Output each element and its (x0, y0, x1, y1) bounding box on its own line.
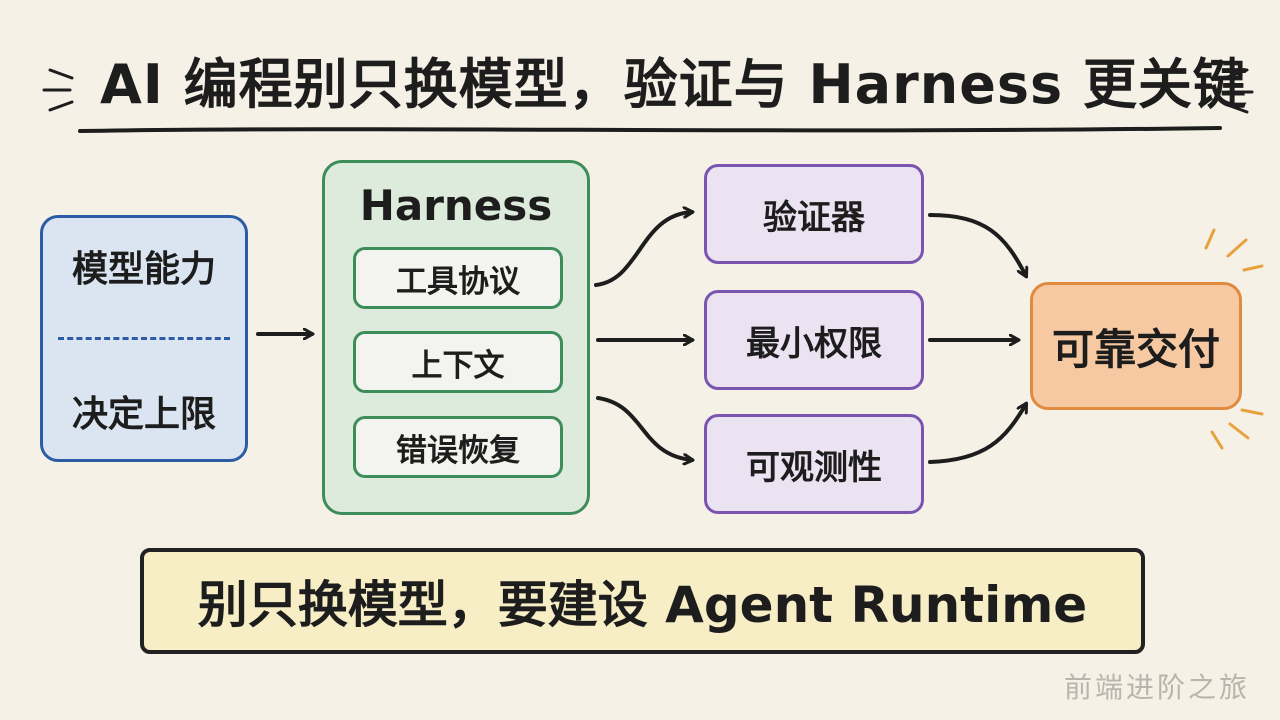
model-capability-box: 模型能力 决定上限 (40, 215, 248, 462)
harness-title: Harness (359, 181, 553, 230)
harness-item-tool-protocol: 工具协议 (353, 247, 563, 309)
arrow-observability-to-outcome (928, 404, 1026, 464)
title-left-accent (42, 68, 74, 112)
arrow-harness-to-verifier (594, 212, 692, 287)
reliable-delivery-box: 可靠交付 (1030, 282, 1242, 410)
arrow-harness-to-observability (596, 396, 692, 460)
title-underline (78, 126, 1222, 133)
check-box-verifier: 验证器 (704, 164, 924, 264)
title-right-accent (1223, 68, 1254, 114)
outcome-glow-rays (1204, 228, 1264, 450)
harness-item-context: 上下文 (353, 331, 563, 393)
watermark: 前端进阶之旅 (1063, 671, 1250, 704)
capability-divider (58, 336, 230, 340)
summary-banner: 别只换模型，要建设 Agent Runtime (140, 548, 1145, 654)
capability-bottom-label: 决定上限 (71, 393, 216, 435)
check-box-observability: 可观测性 (704, 414, 924, 514)
harness-item-error-recovery: 错误恢复 (353, 416, 563, 478)
arrow-verifier-to-outcome (928, 213, 1026, 276)
capability-top-label: 模型能力 (71, 249, 216, 291)
harness-box: Harness 工具协议 上下文 错误恢复 (322, 160, 590, 515)
check-box-least-privilege: 最小权限 (704, 290, 924, 390)
page-title: AI 编程别只换模型，验证与 Harness 更关键 (100, 53, 1248, 116)
